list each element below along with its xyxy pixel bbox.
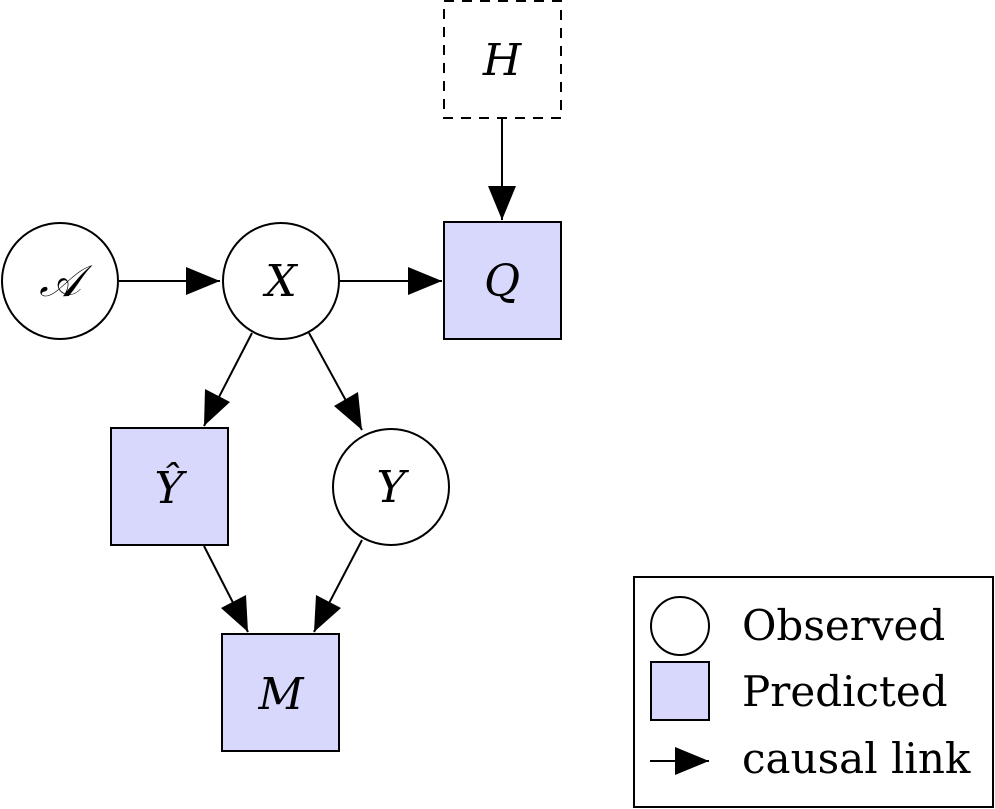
node-y-label: Y — [376, 462, 409, 513]
arrowhead-x-to-yhat — [204, 389, 230, 426]
node-y: Y — [332, 428, 450, 546]
legend: Observed Predicted causal link — [633, 576, 994, 808]
node-yhat-label: Ŷ — [154, 461, 187, 514]
legend-predicted-swatch — [650, 661, 710, 721]
node-yhat: Ŷ — [110, 427, 229, 546]
legend-causal-link-label: causal link — [742, 734, 971, 783]
node-x-label: X — [262, 256, 298, 307]
node-x: X — [222, 222, 340, 340]
arrowhead-x-to-q — [408, 267, 442, 295]
node-h: H — [443, 0, 562, 119]
arrowhead-h-to-q — [488, 186, 516, 220]
node-q-label: Q — [484, 256, 520, 307]
arrowhead-x-to-y — [334, 392, 362, 430]
node-q: Q — [443, 221, 562, 340]
legend-causal-link-arrowhead — [675, 747, 709, 775]
node-m-label: M — [257, 669, 304, 720]
edges — [119, 118, 516, 633]
legend-predicted-label: Predicted — [742, 667, 948, 716]
legend-observed-label: Observed — [742, 601, 945, 650]
node-a: 𝒜 — [1, 222, 119, 340]
arrowhead-y-to-m — [314, 595, 341, 632]
legend-observed-swatch — [650, 596, 710, 656]
node-m: M — [221, 633, 340, 752]
arrowhead-yhat-to-m — [221, 595, 248, 632]
arrowhead-a-to-x — [186, 267, 220, 295]
node-h-label: H — [482, 35, 523, 86]
